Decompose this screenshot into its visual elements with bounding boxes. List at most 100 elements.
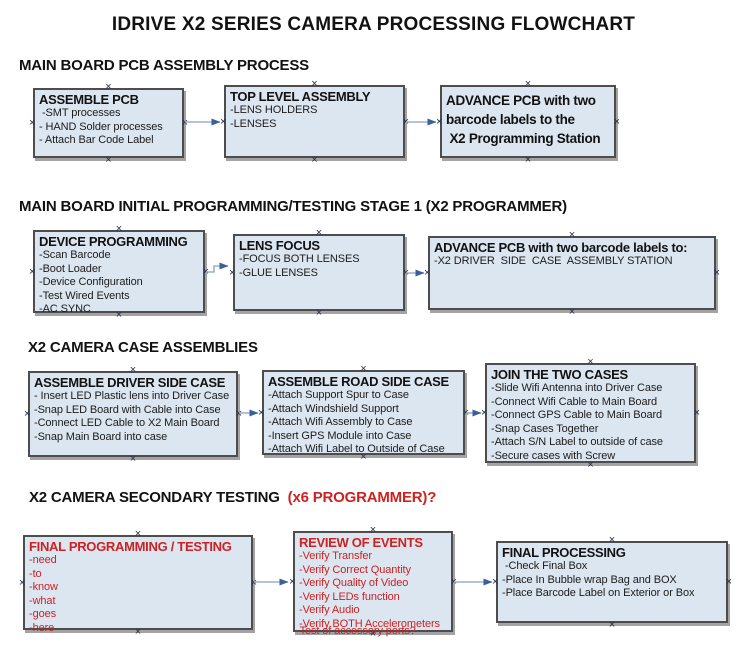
anchor-marker: ×	[693, 407, 700, 419]
box-items: -need-to-know-what-goes-here	[29, 554, 247, 635]
box-item: -need	[29, 554, 57, 566]
box-item: -Attach Wifi Assembly to Case	[268, 416, 413, 428]
anchor-marker: ×	[129, 364, 137, 376]
box-item: -goes	[29, 608, 57, 620]
review-of-events-overflow-item: -Test of accessory ports?	[296, 625, 416, 637]
box-item: - Attach Bar Code Label	[39, 134, 154, 146]
anchor-marker: ×	[105, 154, 112, 166]
page-title: IDRIVE X2 SERIES CAMERA PROCESSING FLOWC…	[111, 14, 636, 35]
anchor-marker: ×	[181, 117, 188, 129]
box-item: -Attach S/N Label to outside of case	[491, 436, 663, 448]
anchor-marker: ×	[134, 528, 142, 540]
anchor-marker: ×	[289, 575, 296, 588]
anchor-marker: ×	[568, 229, 576, 241]
box-item: -Slide Wifi Antenna into Driver Case	[491, 382, 663, 394]
box-item: -Attach Windshield Support	[268, 402, 399, 415]
flow-box-join-the-two-cases: JOIN THE TWO CASES -Slide Wifi Antenna i…	[481, 357, 700, 471]
anchor-marker: ×	[258, 406, 265, 419]
box-item: -Check Final Box	[502, 560, 588, 572]
section-heading-pcb-assembly: MAIN BOARD PCB ASSEMBLY PROCESS	[19, 57, 309, 74]
anchor-marker: ×	[436, 115, 443, 128]
anchor-marker: ×	[235, 408, 242, 420]
box-item: -Attach Wifi Label to Outside of Case	[268, 443, 445, 455]
box-item: -Snap Main Board into case	[34, 430, 168, 443]
flow-box-top-level-assembly: TOP LEVEL ASSEMBLY -LENS HOLDERS-LENSES …	[220, 79, 409, 166]
anchor-marker: ×	[424, 267, 431, 279]
anchor-marker: ×	[129, 453, 137, 465]
anchor-marker: ×	[450, 575, 457, 588]
box-item: -LENSES	[230, 117, 277, 130]
box-item: -Place In Bubble wrap Bag and BOX	[502, 573, 677, 586]
box-title: REVIEW OF EVENTS	[299, 535, 423, 550]
anchor-marker: ×	[492, 576, 499, 588]
flow-box-review-of-events: REVIEW OF EVENTS -Verify Transfer-Verify…	[289, 525, 457, 640]
flow-box-device-programming: DEVICE PROGRAMMING -Scan Barcode-Boot Lo…	[29, 224, 209, 321]
connector-device-programming-to-lens-focus	[206, 262, 229, 273]
anchor-marker: ×	[220, 115, 227, 128]
box-item: -Attach Support Spur to Case	[268, 389, 409, 401]
section-heading-initial-programming: MAIN BOARD INITIAL PROGRAMMING/TESTING S…	[19, 198, 567, 215]
anchor-marker: ×	[315, 227, 323, 239]
flow-box-final-programming-testing: FINAL PROGRAMMING / TESTING -need-to-kno…	[19, 529, 257, 638]
box-item: -what	[29, 594, 56, 607]
box-title: DEVICE PROGRAMMING	[39, 234, 188, 249]
anchor-marker: ×	[311, 78, 318, 90]
anchor-marker: ×	[115, 223, 123, 235]
box-item: -Test Wired Events	[39, 289, 130, 302]
box-item: -FOCUS BOTH LENSES	[239, 253, 360, 265]
box-title: ASSEMBLE DRIVER SIDE CASE	[34, 375, 226, 390]
box-title: JOIN THE TWO CASES	[491, 367, 628, 382]
box-items: -Verify Transfer-Verify Correct Quantity…	[299, 550, 447, 631]
box-item: -GLUE LENSES	[239, 266, 318, 279]
anchor-marker: ×	[24, 408, 31, 420]
anchor-marker: ×	[229, 266, 236, 279]
section-heading-secondary-testing-black: X2 CAMERA SECONDARY TESTING	[29, 489, 284, 506]
anchor-marker: ×	[402, 266, 409, 279]
anchor-marker: ×	[481, 407, 488, 419]
anchor-marker: ×	[105, 81, 112, 93]
box-item: -Snap Cases Together	[491, 422, 599, 435]
box-item: -Place Barcode Label on Exterior or Box	[502, 587, 695, 599]
anchor-marker: ×	[713, 267, 720, 279]
box-item: -Verify Audio	[299, 604, 360, 616]
anchor-marker: ×	[311, 154, 318, 166]
anchor-marker: ×	[608, 534, 616, 546]
box-title: FINAL PROGRAMMING / TESTING	[29, 539, 232, 554]
section-heading-case-assemblies: X2 CAMERA CASE ASSEMBLIES	[28, 339, 258, 356]
anchor-marker: ×	[587, 356, 594, 368]
box-item: -Verify Transfer	[299, 550, 372, 562]
box-items: -SMT processes- HAND Solder processes- A…	[39, 107, 178, 148]
anchor-marker: ×	[19, 576, 26, 589]
anchor-marker: ×	[29, 117, 36, 129]
anchor-marker: ×	[568, 306, 576, 318]
box-title: ASSEMBLE ROAD SIDE CASE	[268, 374, 449, 389]
anchor-marker: ×	[524, 154, 532, 166]
box-item: - Insert LED Plastic lens into Driver Ca…	[34, 390, 230, 402]
box-item: -Scan Barcode	[39, 249, 111, 261]
flow-box-assemble-road-side-case: ASSEMBLE ROAD SIDE CASE -Attach Support …	[258, 364, 469, 463]
box-item: -Verify LEDs function	[299, 590, 400, 603]
box-item: -here	[29, 621, 55, 634]
box-items: -Slide Wifi Antenna into Driver Case-Con…	[491, 382, 690, 463]
box-title: ADVANCE PCB with two barcode labels to t…	[446, 93, 601, 146]
box-title: LENS FOCUS	[239, 238, 320, 253]
anchor-marker: ×	[524, 78, 532, 90]
box-title: ADVANCE PCB with two barcode labels to:	[434, 240, 688, 255]
box-item: - HAND Solder processes	[39, 120, 163, 133]
box-item: -Verify Quality of Video	[299, 577, 409, 589]
anchor-marker: ×	[608, 619, 616, 631]
box-title: FINAL PROCESSING	[502, 545, 626, 560]
box-item: -Snap LED Board with Cable into Case	[34, 403, 221, 416]
box-item: -Insert GPS Module into Case	[268, 429, 412, 442]
anchor-marker: ×	[613, 115, 620, 128]
box-item: -to	[29, 567, 42, 580]
box-items: -LENS HOLDERS-LENSES	[230, 104, 399, 131]
anchor-marker: ×	[202, 265, 209, 278]
anchor-marker: ×	[315, 307, 323, 319]
box-items: - Insert LED Plastic lens into Driver Ca…	[34, 390, 232, 444]
box-items: -Attach Support Spur to Case-Attach Wind…	[268, 389, 459, 457]
box-item: -X2 DRIVER SIDE CASE ASSEMBLY STATION	[434, 255, 673, 267]
anchor-marker: ×	[402, 115, 409, 128]
section-heading-secondary-testing-red: (x6 PROGRAMMER)?	[283, 489, 437, 506]
